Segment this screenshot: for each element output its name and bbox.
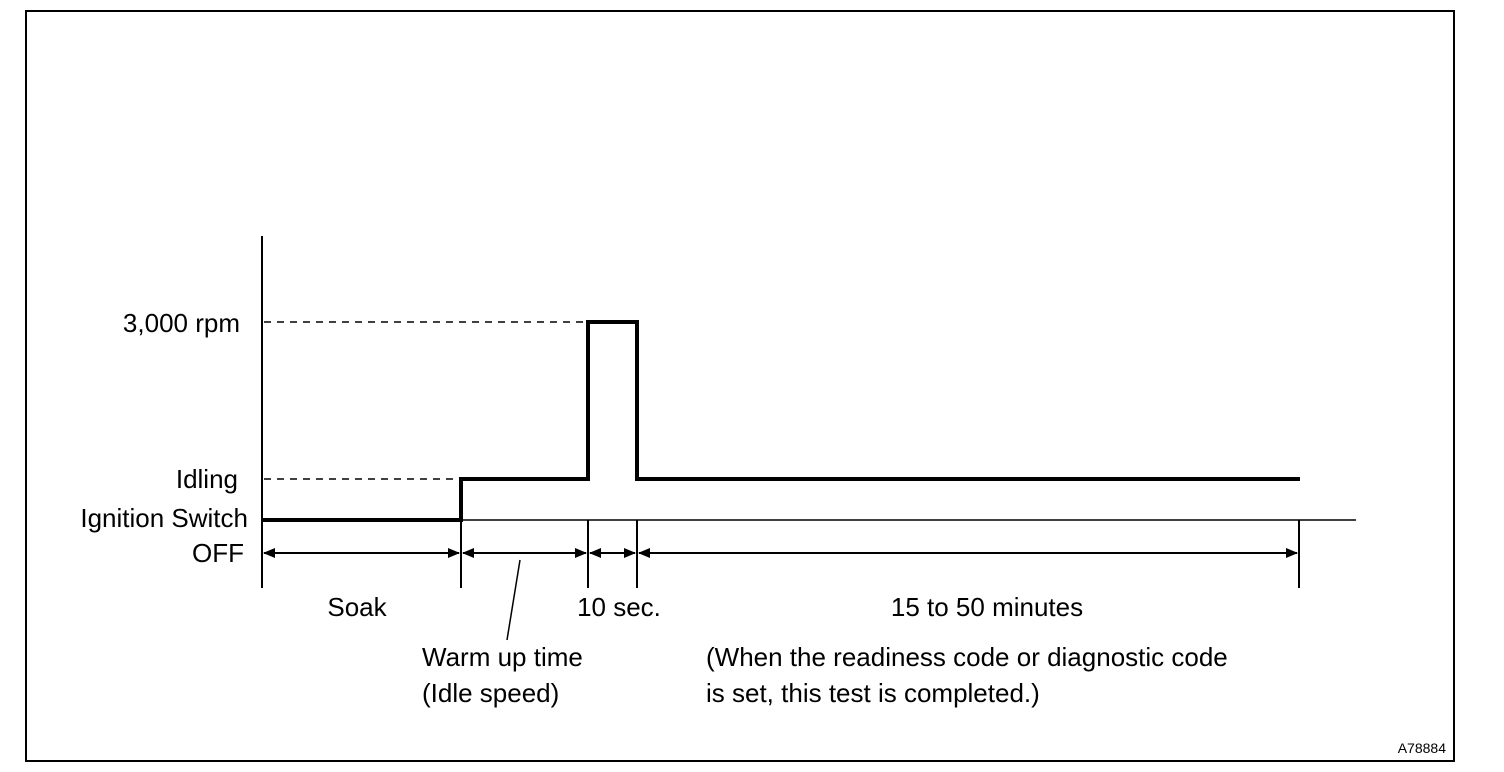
off-label: OFF [192,538,244,568]
ignition-switch-label: Ignition Switch [80,503,248,533]
note-line2: is set, this test is completed.) [706,678,1040,708]
test-duration-label: 15 to 50 minutes [891,592,1083,622]
figure-id-label: A78884 [1398,740,1446,756]
engine-speed-profile-line [262,320,1300,522]
warmup-leader-line [506,559,521,641]
idling-label: Idling [176,464,238,494]
rpm-3000-label: 3,000 rpm [123,308,240,338]
warmup-label-line1: Warm up time [422,642,583,672]
note-line1: (When the readiness code or diagnostic c… [706,642,1228,672]
warmup-label-line2: (Idle speed) [422,678,559,708]
soak-label: Soak [327,592,387,622]
ten-sec-label: 10 sec. [577,592,661,622]
figure-border [25,10,1455,762]
